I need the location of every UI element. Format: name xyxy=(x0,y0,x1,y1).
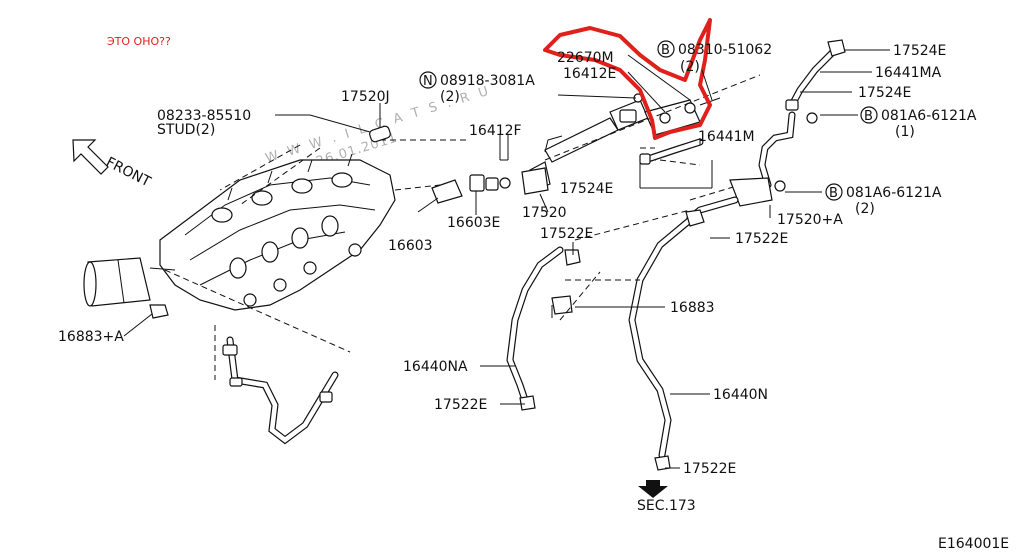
label-17522e-d: 17522E xyxy=(683,461,736,477)
hose-16441ma xyxy=(785,39,846,111)
label-16883: 16883 xyxy=(670,300,715,316)
label-08233: 08233-85510 xyxy=(157,108,251,124)
label-08310-qty: (2) xyxy=(680,59,700,75)
svg-text:B: B xyxy=(864,109,873,124)
manifold-assembly xyxy=(159,153,396,311)
exhaust-pipe xyxy=(83,257,176,307)
hose-16441m xyxy=(639,138,704,165)
hose-16440na xyxy=(506,246,581,411)
label-081a6-b: 081A6-6121A xyxy=(846,185,942,201)
label-08310: 08310-51062 xyxy=(678,42,772,58)
circle-marker-b-081a6-2: B xyxy=(825,183,843,201)
label-16440na: 16440NA xyxy=(403,359,468,375)
svg-text:B: B xyxy=(661,43,670,58)
label-16412f: 16412F xyxy=(469,123,522,139)
clip-16883 xyxy=(551,295,573,318)
label-17524e-a: 17524E xyxy=(893,43,946,59)
highlight-outline xyxy=(543,18,712,140)
figure-code: E164001E xyxy=(938,536,1009,552)
part-labels: 22670M 16412E 08310-51062 (2) 08918-3081… xyxy=(58,42,1009,552)
label-17520a: 17520+A xyxy=(777,212,843,228)
svg-text:B: B xyxy=(829,186,838,201)
label-081a6-b-qty: (2) xyxy=(855,201,875,217)
label-16412e: 16412E xyxy=(563,66,616,82)
label-16603e: 16603E xyxy=(447,215,500,231)
label-081a6-a: 081A6-6121A xyxy=(881,108,977,124)
fitting-16603 xyxy=(417,179,463,213)
clip-16883a xyxy=(123,304,169,337)
label-16883a: 16883+A xyxy=(58,329,124,345)
sec173-arrow-icon xyxy=(638,480,668,498)
circle-marker-n-08918: N xyxy=(419,71,437,89)
label-17520j: 17520J xyxy=(341,89,390,105)
pipe-17520 xyxy=(521,167,549,213)
front-arrow-icon xyxy=(72,139,109,175)
label-17522e-c: 17522E xyxy=(434,397,487,413)
leader-lines xyxy=(275,49,890,469)
label-08918-qty: (2) xyxy=(440,89,460,105)
label-17524e-c: 17524E xyxy=(560,181,613,197)
circle-marker-b-08310: B xyxy=(657,40,675,58)
part-17520j xyxy=(369,103,391,143)
label-stud: STUD(2) xyxy=(157,122,215,138)
leader-dashes-manifold xyxy=(164,139,470,380)
label-sec173: SEC.173 xyxy=(637,498,696,514)
fitting-16603e xyxy=(469,174,511,215)
label-081a6-a-qty: (1) xyxy=(895,124,915,140)
label-16603: 16603 xyxy=(388,238,433,254)
label-17524e-b: 17524E xyxy=(858,85,911,101)
label-16441m: 16441M xyxy=(698,129,755,145)
red-note: ЭТО ОНО?? xyxy=(107,35,171,48)
label-16441ma: 16441MA xyxy=(875,65,942,81)
front-label: FRONT xyxy=(103,154,153,190)
lower-water-pipe xyxy=(222,336,339,445)
svg-text:N: N xyxy=(423,74,433,89)
hose-16440n xyxy=(628,209,705,471)
label-08918: 08918-3081A xyxy=(440,73,535,89)
bracket-16412f xyxy=(499,135,509,161)
label-17520: 17520 xyxy=(522,205,567,221)
label-22670m: 22670M xyxy=(557,50,614,66)
circle-marker-b-081a6-1: B xyxy=(860,106,878,124)
label-17522e-a: 17522E xyxy=(540,226,593,242)
label-17522e-b: 17522E xyxy=(735,231,788,247)
leader-dashes-lower xyxy=(559,209,691,321)
label-16440n: 16440N xyxy=(713,387,768,403)
